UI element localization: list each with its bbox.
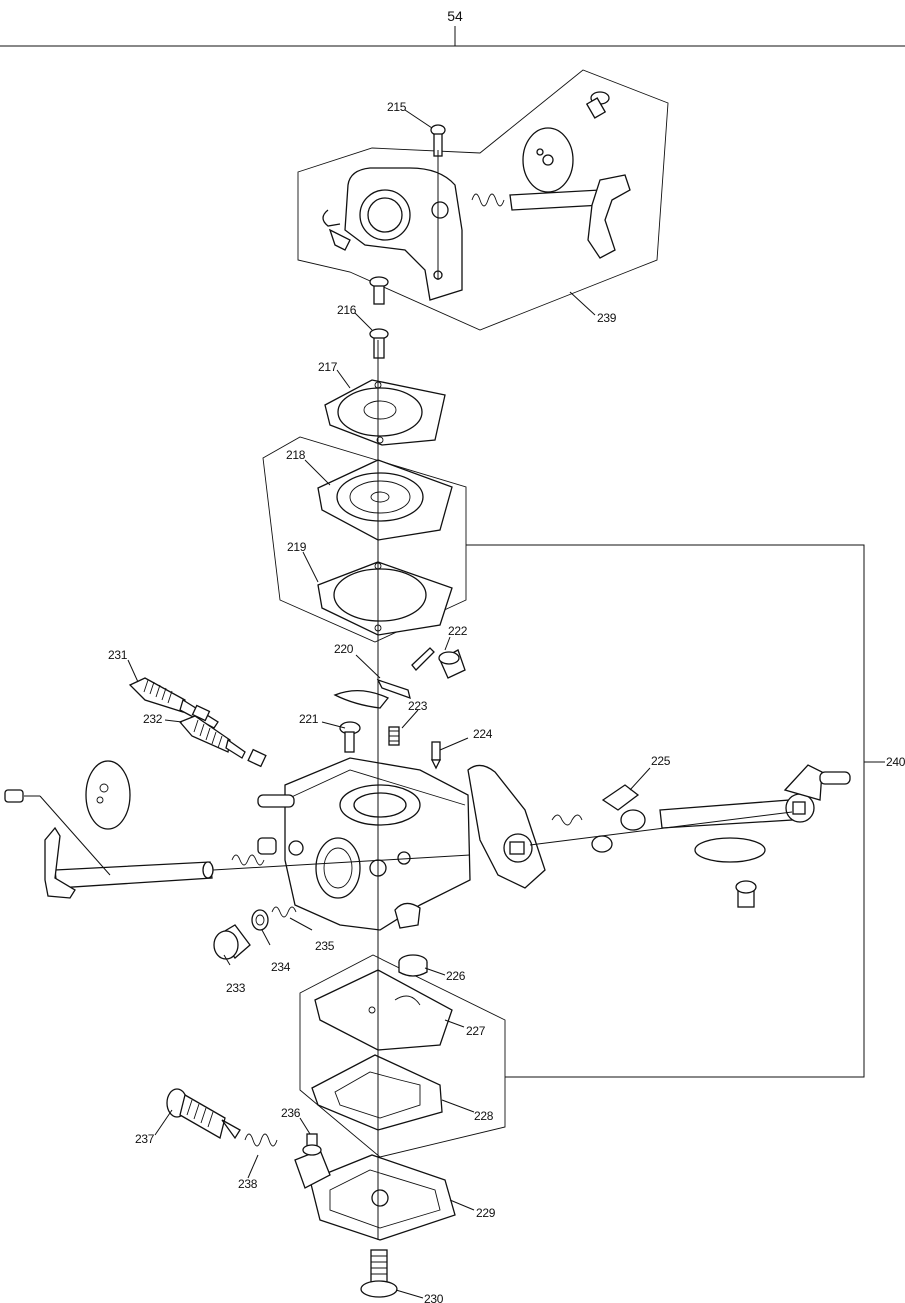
- label-233: 233: [226, 981, 246, 995]
- group-outline-240-lower: [299, 954, 506, 1158]
- needle-232: [178, 715, 267, 768]
- label-215: 215: [387, 100, 407, 114]
- label-226: 226: [446, 969, 466, 983]
- label-216: 216: [337, 303, 357, 317]
- label-218: 218: [286, 448, 306, 462]
- label-238: 238: [238, 1177, 258, 1191]
- label-231: 231: [108, 648, 128, 662]
- pin-236: [302, 1133, 322, 1156]
- screw-216: [369, 328, 389, 359]
- cap-233: [213, 924, 251, 960]
- washer-234: [251, 909, 269, 931]
- label-236: 236: [281, 1106, 301, 1120]
- page-number: 54: [447, 8, 463, 24]
- label-219: 219: [287, 540, 307, 554]
- group-outline-240-upper: [262, 436, 467, 643]
- screw-237: [166, 1088, 241, 1140]
- pump-cover-217: [324, 379, 446, 446]
- label-224: 224: [473, 727, 493, 741]
- plug-226: [398, 954, 428, 977]
- label-217: 217: [318, 360, 338, 374]
- label-223: 223: [408, 699, 428, 713]
- spring-235: [271, 906, 297, 918]
- label-221: 221: [299, 712, 319, 726]
- gasket-219: [317, 561, 453, 636]
- spring-223: [388, 726, 400, 746]
- label-222: 222: [448, 624, 468, 638]
- spring-238: [244, 1133, 278, 1147]
- label-232: 232: [143, 712, 163, 726]
- throttle-shaft-right: [659, 764, 851, 908]
- throttle-shaft-top: [471, 127, 631, 259]
- needle-224: [430, 741, 442, 770]
- label-228: 228: [474, 1109, 494, 1123]
- label-239: 239: [597, 311, 617, 325]
- needle-lever-220: [333, 647, 435, 709]
- screw-top-right: [585, 91, 610, 119]
- label-230: 230: [424, 1292, 444, 1303]
- label-220: 220: [334, 642, 354, 656]
- inlet-fitting-222: [438, 649, 466, 679]
- label-237: 237: [135, 1132, 155, 1146]
- carburetor-body: [257, 757, 471, 931]
- label-240: 240: [886, 755, 905, 769]
- screw-mid: [369, 276, 389, 305]
- choke-shaft-left: [4, 760, 277, 899]
- diaphragm-228: [311, 1054, 443, 1131]
- bracket-240: [466, 544, 865, 1078]
- label-235: 235: [315, 939, 335, 953]
- label-227: 227: [466, 1024, 486, 1038]
- screw-230: [360, 1249, 398, 1298]
- leader-lines: [24, 109, 651, 1299]
- throttle-housing: [322, 167, 463, 301]
- needle-231: [128, 677, 219, 729]
- label-229: 229: [476, 1206, 496, 1220]
- screw-221: [339, 721, 361, 753]
- assembly-axis-left: [212, 854, 471, 871]
- label-234: 234: [271, 960, 291, 974]
- gasket-227: [314, 969, 453, 1051]
- assembly-axis-right: [529, 811, 793, 846]
- group-outline-239: [297, 69, 669, 331]
- throttle-lever-right: [467, 764, 646, 889]
- diaphragm-218: [317, 459, 453, 541]
- pump-body-229: [294, 1149, 456, 1241]
- label-225: 225: [651, 754, 671, 768]
